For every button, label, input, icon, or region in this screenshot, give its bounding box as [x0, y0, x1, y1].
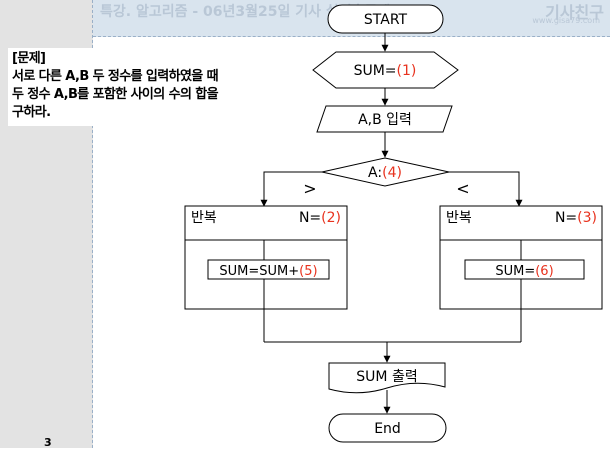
start-label: START	[364, 12, 408, 28]
output-document	[328, 362, 446, 394]
right-body-box	[464, 259, 585, 280]
right-loop-title: 반복	[446, 210, 472, 226]
input-text: A,B 입력	[358, 112, 412, 128]
branch-right-label: <	[456, 179, 469, 198]
right-body-text: SUM=(6)	[495, 264, 553, 279]
right-loop-condition: N=(3)	[555, 210, 597, 226]
problem-line-3: 구하라.	[12, 105, 51, 120]
left-body-text: SUM=SUM+(5)	[219, 264, 317, 279]
decision-text: A:(4)	[368, 165, 402, 181]
left-body-box	[207, 259, 330, 280]
end-label: End	[374, 421, 401, 437]
init-hexagon	[312, 51, 459, 89]
init-text: SUM=(1)	[354, 63, 417, 79]
left-loop-condition: N=(2)	[299, 210, 341, 226]
left-loop-title: 반복	[191, 210, 217, 226]
problem-line-1: 서로 다른 A,B 두 정수를 입력하였을 때	[12, 69, 219, 84]
problem-heading: [문제]	[12, 51, 46, 66]
page-number: 3	[44, 436, 52, 449]
header-title: 특강. 알고리즘 - 06년3월25일 기사 실기출문제	[100, 4, 391, 20]
left-loop-box	[184, 205, 348, 310]
input-parallelogram	[316, 105, 453, 133]
output-text: SUM 출력	[356, 369, 417, 385]
end-terminal	[328, 413, 447, 443]
brand-logo: 기사친구	[545, 3, 604, 22]
problem-line-2: 두 정수 A,B를 포함한 사이의 수의 합을	[12, 87, 219, 102]
problem-statement: [문제] 서로 다른 A,B 두 정수를 입력하였을 때 두 정수 A,B를 포…	[8, 48, 286, 126]
brand-url: www.gisa79.com	[532, 16, 600, 25]
branch-left-label: >	[303, 179, 316, 198]
